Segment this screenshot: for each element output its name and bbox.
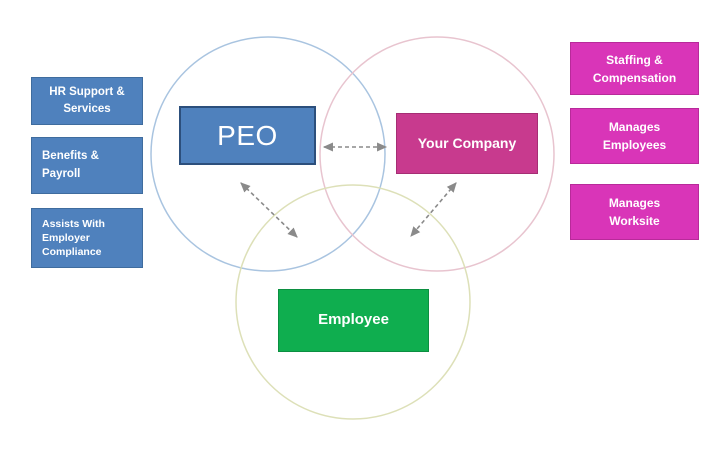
staffing-compensation-label: Staffing & Compensation [592,52,677,85]
company-employee-arrow [410,182,457,237]
manages-employees-box: Manages Employees [570,108,699,164]
benefits-payroll-box: Benefits & Payroll [31,137,143,194]
hr-support-label: HR Support & Services [49,85,125,115]
employee-box: Employee [278,289,429,352]
your-company-box: Your Company [396,113,538,174]
employer-compliance-label: Assists With Employer Compliance [42,217,105,259]
benefits-payroll-label: Benefits & Payroll [42,150,99,180]
peo-box: PEO [179,106,316,165]
hr-support-box: HR Support & Services [31,77,143,125]
manages-worksite-label: Manages Worksite [608,196,661,228]
employee-label: Employee [318,311,389,329]
manages-employees-label: Manages Employees [602,120,667,152]
employer-compliance-box: Assists With Employer Compliance [31,208,143,268]
staffing-compensation-box: Staffing & Compensation [570,42,699,95]
your-company-label: Your Company [417,135,517,151]
peo-label: PEO [217,119,278,151]
peo-circle [150,36,386,272]
peo-employee-arrow [240,182,298,238]
manages-worksite-box: Manages Worksite [570,184,699,240]
employee-circle [235,184,471,420]
company-circle [319,36,555,272]
